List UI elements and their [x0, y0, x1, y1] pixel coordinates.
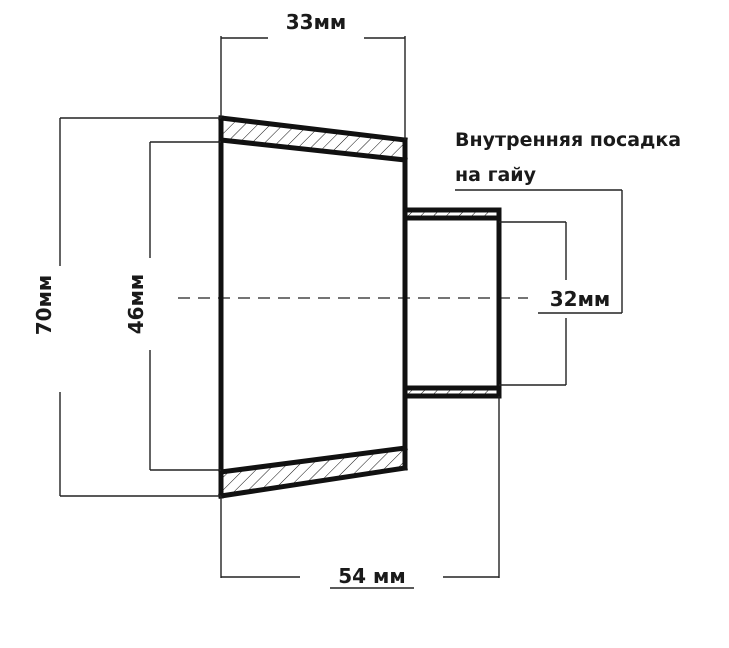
- dim-total-length: 54 мм: [220, 396, 500, 589]
- dim-total-length-label: 54 мм: [338, 564, 406, 588]
- note-line-1: Внутренняя посадка: [455, 129, 681, 151]
- bottom-wall-hatch: [221, 448, 405, 496]
- dim-outer-height-label: 70мм: [32, 275, 56, 336]
- dim-outer-height: 70мм: [32, 117, 221, 497]
- sleeve-body: [402, 207, 502, 399]
- cone-body: [218, 115, 408, 499]
- note-line-2: на гайу: [455, 164, 537, 186]
- dim-inner-height-label: 46мм: [124, 274, 148, 335]
- top-wall-hatch: [221, 118, 405, 160]
- dim-inner-height: 46мм: [124, 141, 221, 471]
- dim-small-diameter-label: 32мм: [550, 287, 611, 311]
- dim-top-width-label: 33мм: [286, 10, 347, 34]
- note-leader: [455, 189, 623, 313]
- dim-top-width: 33мм: [220, 10, 406, 140]
- dim-small-diameter: 32мм: [499, 221, 622, 386]
